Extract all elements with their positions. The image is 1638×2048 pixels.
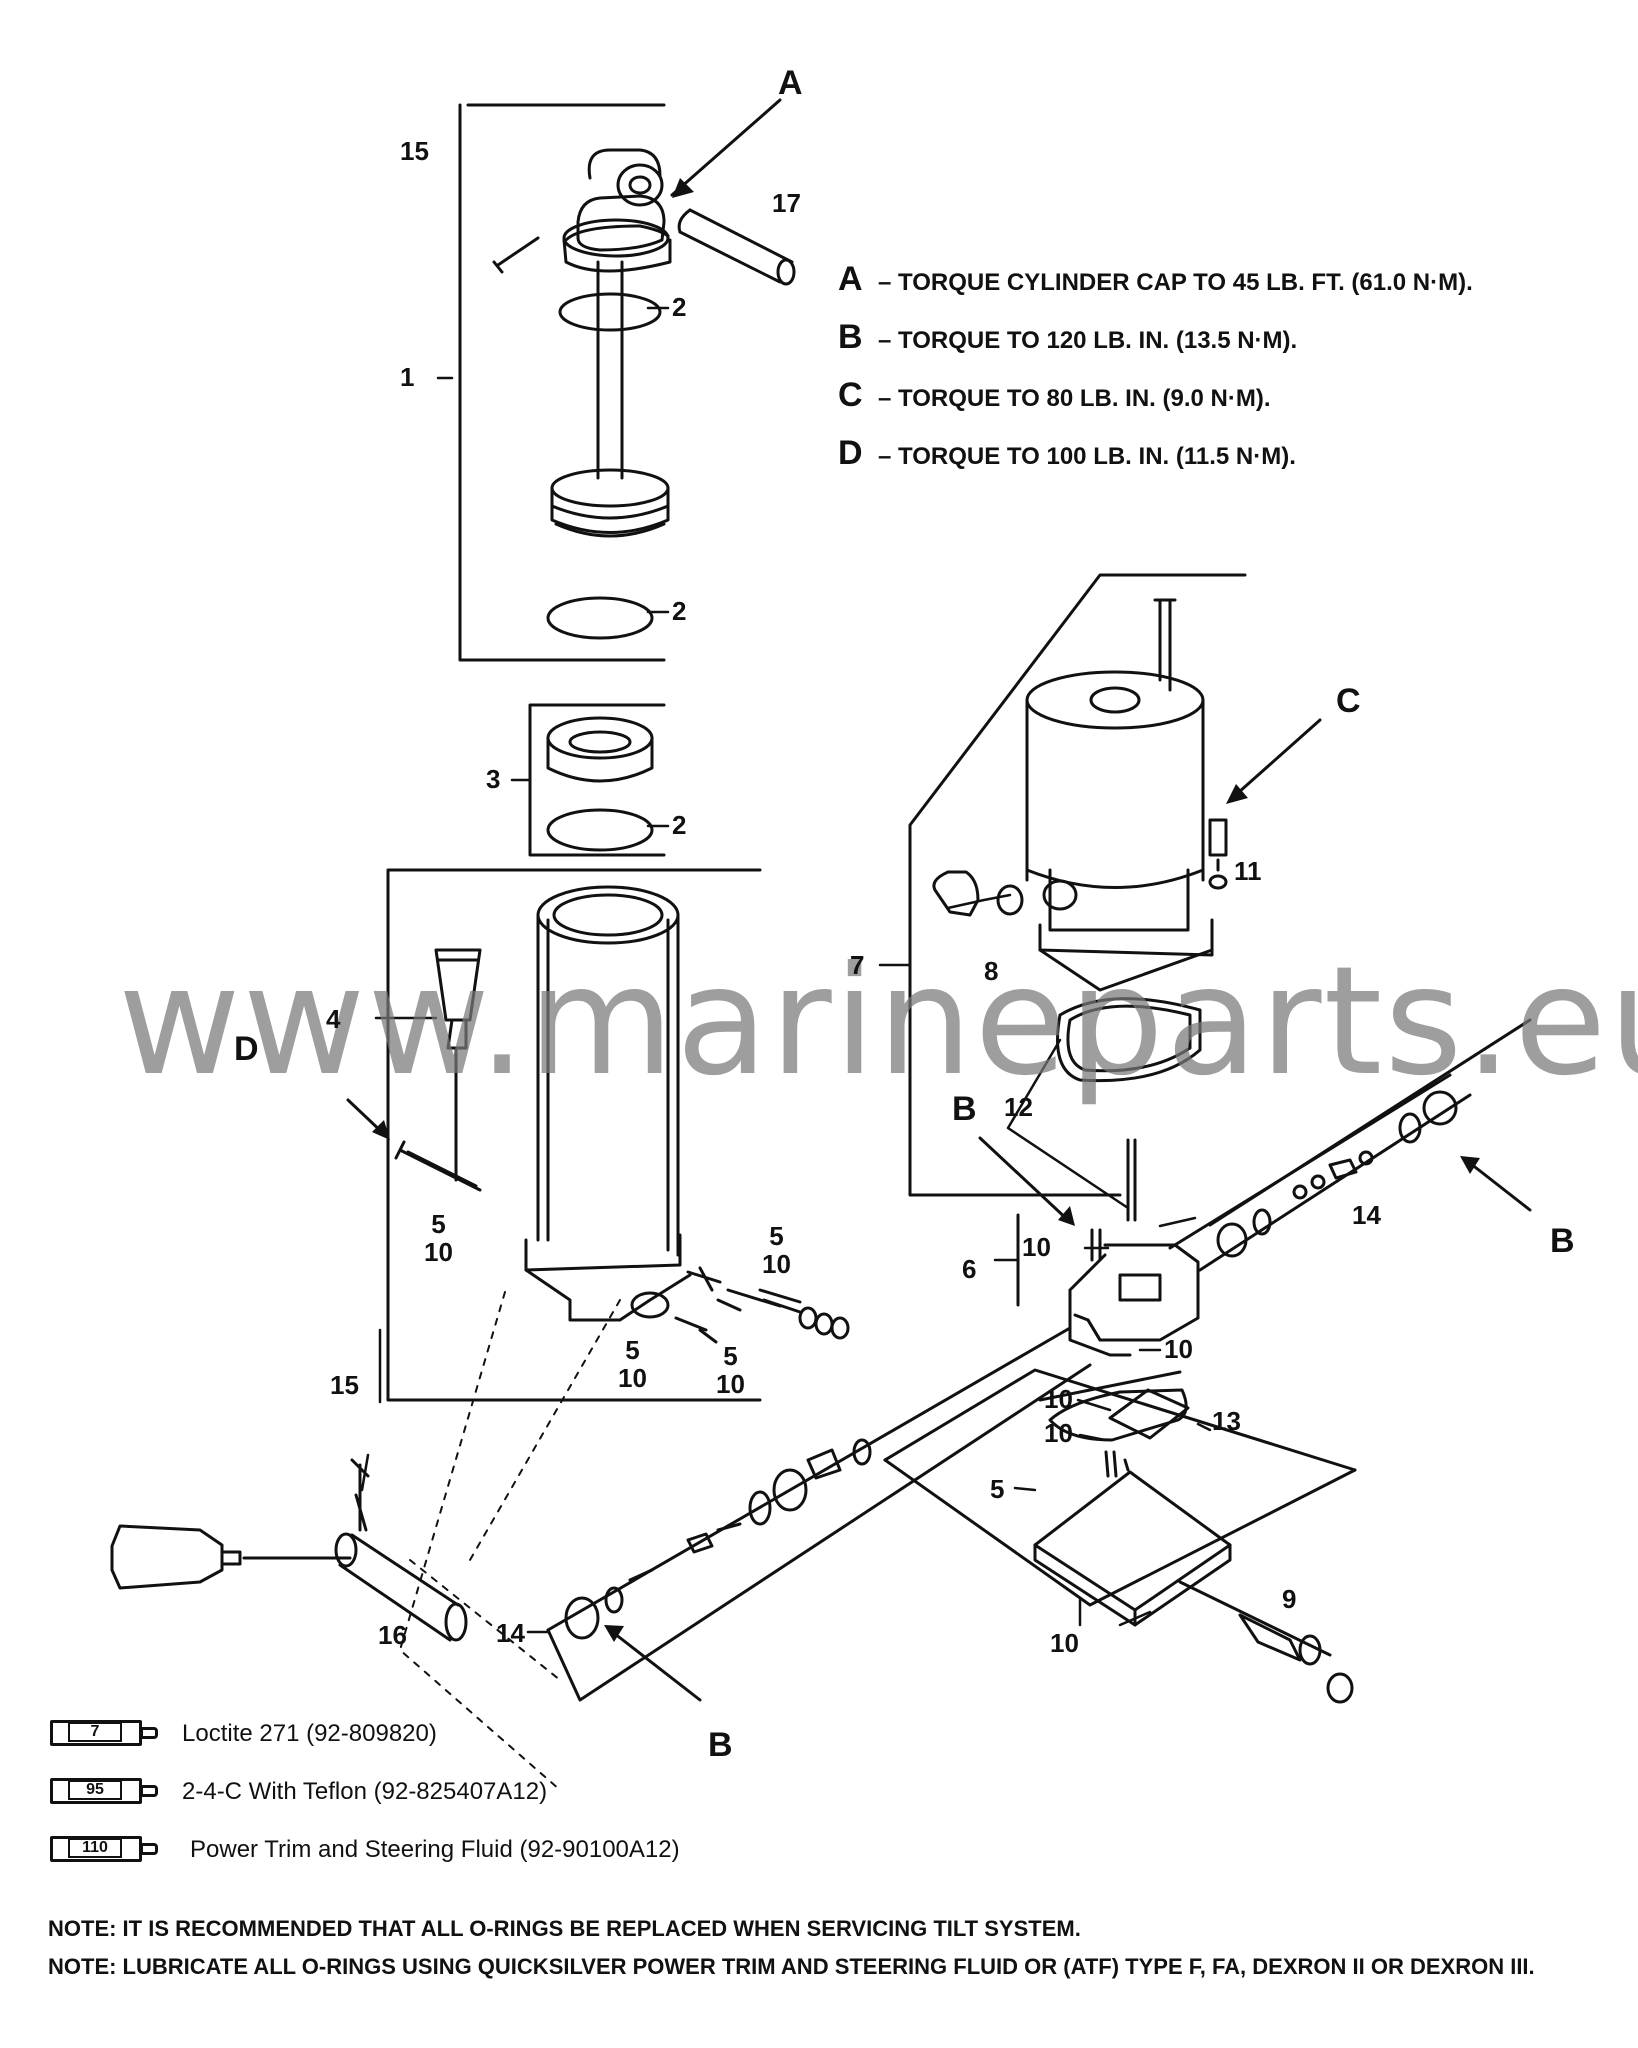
lubricant-tube-icon: 110	[50, 1834, 160, 1866]
callout-11: 11	[1234, 856, 1262, 886]
watermark: www.marineparts.eu	[118, 935, 1638, 1109]
callout-3: 3	[486, 764, 501, 794]
right-valve-parts	[1168, 1018, 1532, 1272]
lubricant-number: 95	[68, 1780, 122, 1800]
torque-letter: A	[838, 260, 863, 298]
callout-14-left: 14	[496, 1618, 525, 1648]
lubricant-label: Power Trim and Steering Fluid (92-90100A…	[190, 1836, 680, 1863]
callout-2-c: 2	[672, 810, 687, 840]
pump-motor-assembly	[908, 573, 1247, 1197]
torque-letter: B	[838, 318, 863, 356]
torque-spec-a: A – TORQUE CYLINDER CAP TO 45 LB. FT. (61…	[838, 260, 1473, 299]
arrow-heads	[372, 178, 1480, 1642]
callout-b-right: B	[1550, 1222, 1575, 1260]
lubricant-label: 2-4-C With Teflon (92-825407A12)	[182, 1778, 548, 1805]
lubricant-number: 7	[68, 1722, 122, 1742]
lubricant-row: 110 Power Trim and Steering Fluid (92-90…	[50, 1830, 680, 1870]
callout-7: 7	[850, 950, 865, 980]
callout-2-b: 2	[672, 596, 687, 626]
callout-5-lower: 5	[990, 1474, 1005, 1504]
callout-1: 1	[400, 362, 415, 392]
callout-5: 5	[723, 1341, 738, 1371]
lubricant-tube-icon: 7	[50, 1718, 160, 1750]
torque-text: – TORQUE TO 80 LB. IN. (9.0 N·M).	[878, 385, 1271, 412]
callout-9: 9	[1282, 1584, 1297, 1614]
lubricant-tube-icon: 95	[50, 1776, 160, 1808]
torque-text: – TORQUE CYLINDER CAP TO 45 LB. FT. (61.…	[878, 269, 1473, 296]
left-valve-parts	[546, 1326, 1092, 1702]
callout-b-upper: B	[952, 1090, 977, 1128]
callout-d: D	[234, 1030, 259, 1068]
torque-letter: C	[838, 376, 863, 414]
cylinder-cap-assembly	[458, 103, 796, 662]
callout-4: 4	[326, 1004, 341, 1034]
callout-12: 12	[1004, 1092, 1033, 1122]
reservoir-assembly	[883, 1368, 1357, 1704]
callout-10: 10	[424, 1237, 453, 1267]
callout-10: 10	[618, 1363, 647, 1393]
callout-8: 8	[984, 956, 999, 986]
seal-group	[528, 703, 666, 857]
lubricant-row: 7 Loctite 271 (92-809820)	[50, 1714, 437, 1754]
callout-16: 16	[378, 1620, 407, 1650]
cylinder-body	[386, 868, 850, 1402]
callout-c: C	[1336, 682, 1361, 720]
torque-text: – TORQUE TO 120 LB. IN. (13.5 N·M).	[878, 327, 1298, 354]
note-lubricate-o-rings: NOTE: LUBRICATE ALL O-RINGS USING QUICKS…	[48, 1954, 1535, 1979]
callout-10: 10	[762, 1249, 791, 1279]
callout-14-right: 14	[1352, 1200, 1381, 1230]
callout-5: 5	[625, 1335, 640, 1365]
lubricant-number: 110	[68, 1838, 122, 1858]
callout-13: 13	[1212, 1406, 1241, 1436]
lubricant-label: Loctite 271 (92-809820)	[182, 1720, 437, 1747]
pin-group	[110, 1458, 468, 1642]
torque-spec-d: D – TORQUE TO 100 LB. IN. (11.5 N·M).	[838, 434, 1296, 473]
callout-17: 17	[772, 188, 801, 218]
torque-arrows	[346, 98, 1532, 1702]
callout-5: 5	[431, 1209, 446, 1239]
note-replace-o-rings: NOTE: IT IS RECOMMENDED THAT ALL O-RINGS…	[48, 1916, 1081, 1941]
callout-15-bottom: 15	[330, 1370, 359, 1400]
callout-10: 10	[716, 1369, 745, 1399]
callout-10-a: 10	[1022, 1232, 1051, 1262]
callout-10-d: 10	[1044, 1418, 1073, 1448]
assembly-guide-lines	[399, 1291, 621, 1791]
callout-5: 5	[769, 1221, 784, 1251]
callout-b-lower: B	[708, 1726, 733, 1764]
torque-text: – TORQUE TO 100 LB. IN. (11.5 N·M).	[878, 443, 1296, 470]
lubricant-row: 95 2-4-C With Teflon (92-825407A12)	[50, 1772, 547, 1812]
callout-6: 6	[962, 1254, 977, 1284]
callout-10-c: 10	[1044, 1384, 1073, 1414]
callout-15-top: 15	[400, 136, 429, 166]
callout-10-b: 10	[1164, 1334, 1193, 1364]
torque-letter: D	[838, 434, 863, 472]
torque-spec-b: B – TORQUE TO 120 LB. IN. (13.5 N·M).	[838, 318, 1297, 357]
torque-spec-c: C – TORQUE TO 80 LB. IN. (9.0 N·M).	[838, 376, 1271, 415]
leader-lines	[360, 306, 1212, 1634]
callout-2-a: 2	[672, 292, 687, 322]
callout-a: A	[778, 64, 803, 102]
callout-10-e: 10	[1050, 1628, 1079, 1658]
